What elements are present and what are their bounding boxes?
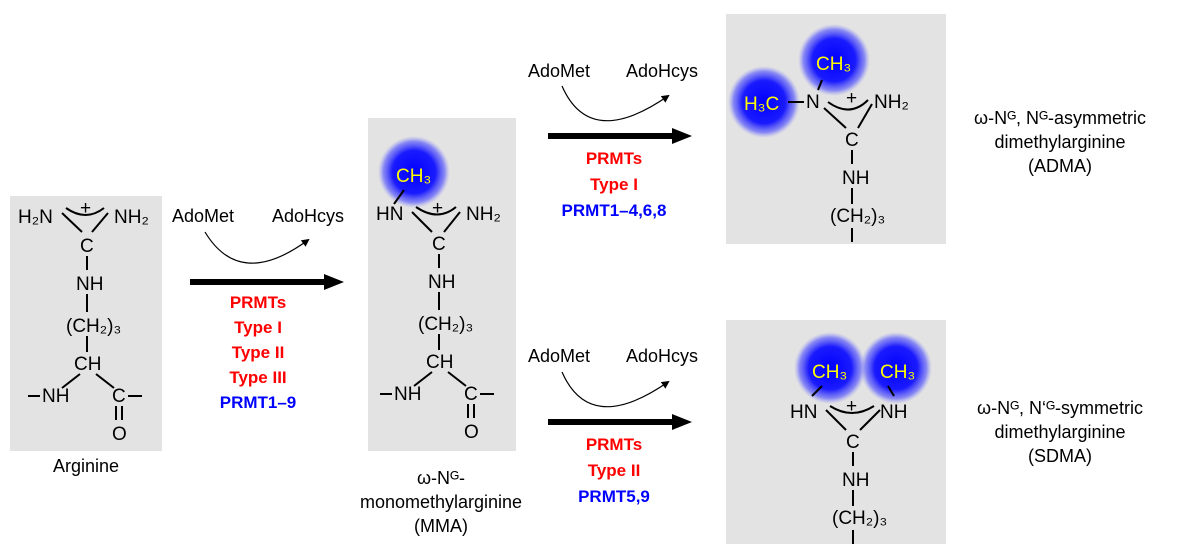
adma-nh2: NH₂ (874, 92, 909, 113)
arg-c2: C (112, 386, 126, 407)
sdma-label-l2: dimethylarginine (994, 422, 1125, 442)
arg-ch: CH (74, 354, 101, 375)
adma-methyl-glow-top (798, 24, 870, 96)
mma-ch: CH (426, 352, 453, 373)
arg-o: O (112, 424, 127, 445)
arg-h2n: H₂N (18, 207, 53, 228)
mma-c: C (432, 234, 446, 255)
adma-nh: NH (842, 168, 869, 189)
mma-plus: + (432, 198, 443, 219)
sdma-adohcys: AdoHcys (626, 346, 698, 366)
sdma-c: C (846, 432, 860, 453)
sdma-ch3-right: CH₃ (880, 362, 915, 383)
mma-nh: NH (428, 272, 455, 293)
mma-label-l3: (MMA) (414, 516, 468, 536)
adma-n: N (806, 92, 820, 113)
step1-members: PRMT1–9 (220, 393, 297, 412)
step1-enzyme-1: Type I (234, 318, 282, 337)
arginine-structure: H₂N + NH₂ C NH (CH₂)₃ CH NH C O (18, 198, 149, 445)
sdma-methyl-glow-left (794, 332, 866, 404)
sdma-enzyme-0: PRMTs (586, 435, 642, 454)
adma-members: PRMT1–4,6,8 (562, 201, 667, 220)
adma-label-l2: dimethylarginine (994, 132, 1125, 152)
reaction-step1: AdoMet AdoHcys PRMTs Type I Type II Type… (172, 206, 344, 412)
sdma-enzyme-1: Type II (588, 461, 641, 480)
sdma-members: PRMT5,9 (578, 487, 650, 506)
sdma-hn: HN (790, 402, 817, 423)
adma-ch2: (CH₂)₃ (830, 206, 885, 227)
step1-enzyme-3: Type III (229, 368, 286, 387)
mma-o: O (464, 422, 479, 443)
adma-h3c: H₃C (744, 94, 779, 115)
sdma-label-l3: (SDMA) (1028, 446, 1092, 466)
adma-enzyme-1: Type I (590, 175, 638, 194)
mma-label-l1: ω-Nᴳ- (417, 468, 465, 488)
adma-c: C (845, 130, 859, 151)
arg-plus: + (80, 198, 91, 219)
step1-adohcys: AdoHcys (272, 206, 344, 226)
reaction-step-sdma: AdoMet AdoHcys PRMTs Type II PRMT5,9 (528, 346, 698, 506)
mma-structure: CH₃ HN + NH₂ C NH (CH₂)₃ CH NH C O (376, 136, 501, 443)
sdma-label-l1: ω-Nᴳ, N‘ᴳ-symmetric (977, 398, 1143, 418)
adma-methyl-glow-left (728, 66, 800, 138)
step1-adomet: AdoMet (172, 206, 234, 226)
sdma-adomet: AdoMet (528, 346, 590, 366)
sdma-methyl-glow-right (860, 332, 932, 404)
mma-c2: C (464, 384, 478, 405)
sdma-structure: CH₃ CH₃ HN + NH C NH (CH₂)₃ (790, 332, 932, 544)
adma-plus: + (846, 88, 857, 109)
mma-nh2: NH₂ (466, 204, 501, 225)
adma-label-l1: ω-Nᴳ, Nᴳ-asymmetric (974, 108, 1146, 128)
sdma-nh-chain: NH (842, 470, 869, 491)
mma-methyl-glow (378, 136, 450, 208)
arginine-box (10, 196, 162, 451)
arg-nh: NH (76, 274, 103, 295)
adma-enzyme-0: PRMTs (586, 149, 642, 168)
adma-adomet: AdoMet (528, 61, 590, 81)
arg-c: C (80, 236, 94, 257)
mma-nh-backbone: NH (394, 384, 421, 405)
mma-label-l2: monomethylarginine (360, 492, 522, 512)
reaction-step-adma: AdoMet AdoHcys PRMTs Type I PRMT1–4,6,8 (528, 61, 698, 220)
arginine-label: Arginine (53, 456, 119, 476)
adma-ch3: CH₃ (816, 54, 851, 75)
sdma-ch2: (CH₂)₃ (832, 508, 887, 529)
mma-hn: HN (376, 204, 403, 225)
adma-label-l3: (ADMA) (1028, 156, 1092, 176)
mma-ch3: CH₃ (396, 166, 431, 187)
sdma-nh: NH (880, 402, 907, 423)
arg-ch2: (CH₂)₃ (66, 316, 121, 337)
arg-nh-backbone: NH (42, 386, 69, 407)
sdma-ch3-left: CH₃ (812, 362, 847, 383)
mma-ch2: (CH₂)₃ (418, 314, 473, 335)
sdma-plus: + (846, 396, 857, 417)
step1-enzyme-2: Type II (232, 343, 285, 362)
adma-adohcys: AdoHcys (626, 61, 698, 81)
adma-structure: CH₃ H₃C N + NH₂ C NH (CH₂)₃ (728, 24, 909, 242)
step1-enzyme-0: PRMTs (230, 293, 286, 312)
arg-nh2: NH₂ (114, 207, 149, 228)
